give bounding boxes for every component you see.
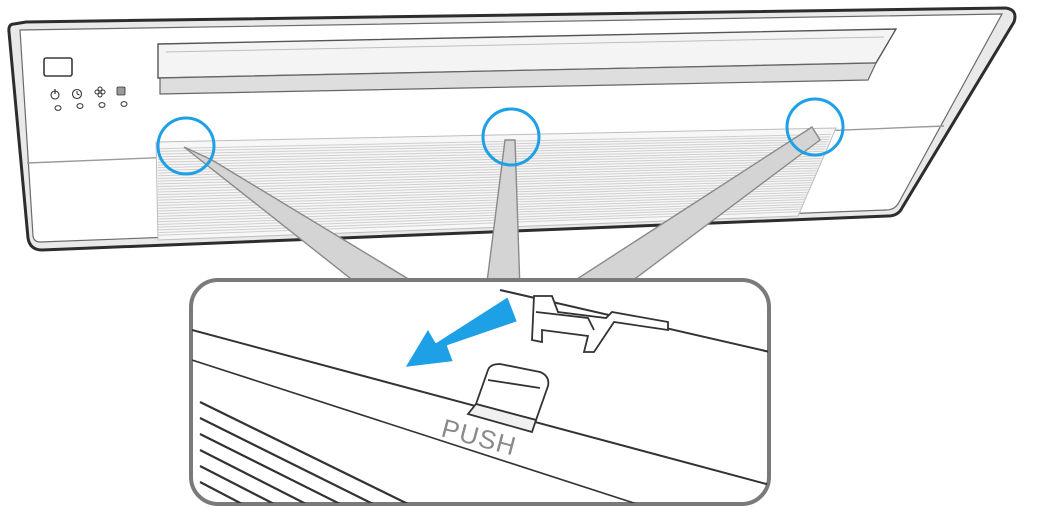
indicator-lights: [54, 101, 128, 111]
highlight-circles: [156, 97, 845, 176]
air-outlet-slot: [157, 28, 898, 95]
callout-leaders: [183, 126, 821, 291]
highlight-circle-center: [481, 107, 541, 167]
highlight-circle-right: [785, 97, 845, 157]
timer-icon: [71, 88, 83, 100]
grille-line: [157, 155, 823, 174]
push-direction-arrow: [403, 295, 519, 369]
grille-line: [157, 143, 828, 161]
grille-line: [157, 141, 829, 158]
grille-line: [157, 153, 824, 171]
fan-icon: [94, 86, 106, 98]
grille-line: [157, 167, 818, 188]
grille-line: [157, 162, 820, 182]
indicator-light: [120, 101, 128, 107]
panel-surface-line: [192, 359, 641, 503]
grille-line: [157, 160, 821, 179]
grille-line: [157, 150, 825, 169]
highlight-circle-left: [156, 116, 216, 176]
grille-line: [157, 174, 816, 196]
grille-line: [157, 165, 819, 185]
indicator-light: [54, 105, 62, 111]
grille-line: [157, 172, 817, 193]
grille-line: [157, 170, 817, 190]
grille-line: [157, 133, 832, 150]
grille-line: [157, 138, 830, 155]
grille-line: [157, 145, 827, 163]
callout-detail: PUSH: [189, 278, 771, 506]
indicator-light: [98, 102, 106, 108]
mode-icon: [116, 86, 126, 96]
indicator-light: [76, 103, 84, 109]
latch-hook-upper: [531, 295, 669, 353]
grille-line: [157, 158, 822, 177]
grille-slats: [199, 401, 411, 503]
grille-line: [157, 136, 831, 152]
display-window: [43, 57, 73, 77]
power-icon: [50, 89, 60, 100]
push-clip: [466, 363, 550, 434]
